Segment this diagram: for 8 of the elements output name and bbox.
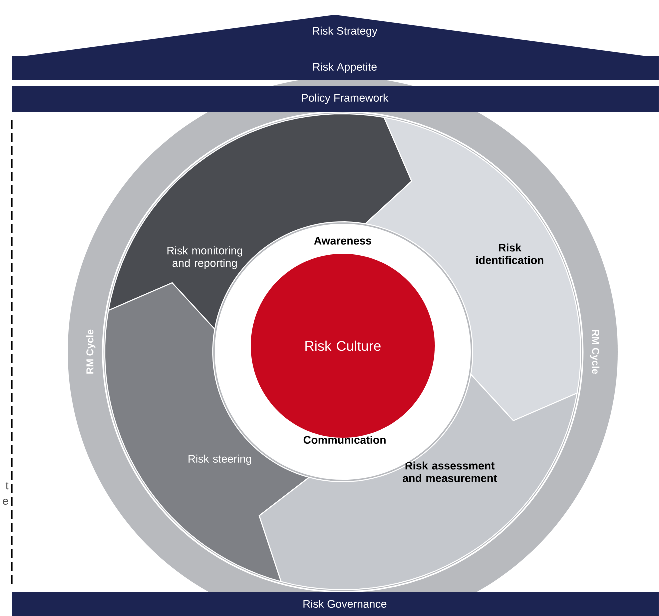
roof-band: Risk Strategy: [12, 15, 659, 58]
header-band: Risk Appetite: [12, 56, 659, 80]
node-label: Risk Appetite: [314, 62, 377, 74]
text-fragment: e: [3, 498, 8, 505]
text-fragment: t: [6, 482, 9, 490]
header-band: Policy Framework: [12, 86, 659, 112]
header-band: Risk Governance: [12, 592, 659, 616]
node-label: Risk Strategy: [313, 26, 378, 38]
